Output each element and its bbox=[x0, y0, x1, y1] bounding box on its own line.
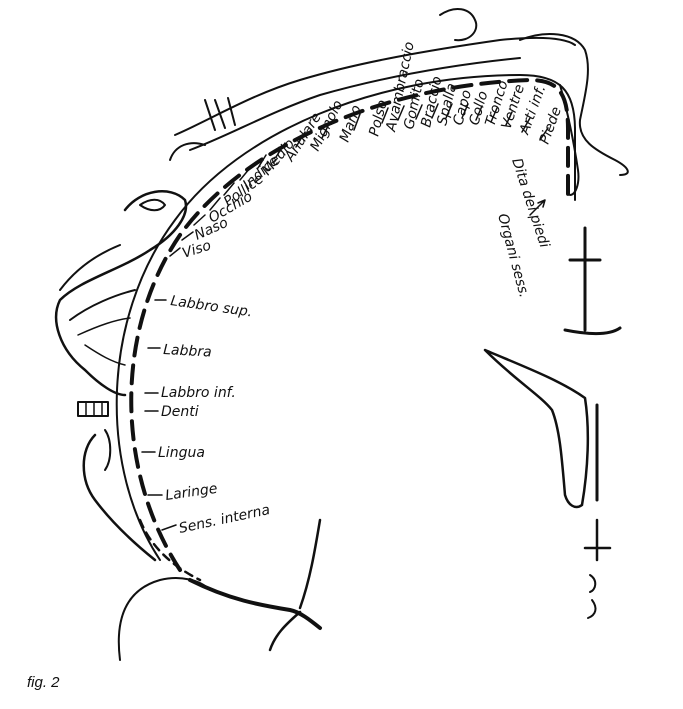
label-denti: Denti bbox=[161, 404, 199, 420]
label-labbra: Labbra bbox=[163, 342, 212, 361]
figure-caption: fig. 2 bbox=[27, 674, 60, 691]
label-laringe: Laringe bbox=[164, 481, 218, 504]
homunculus-body-drawing bbox=[169, 8, 629, 196]
label-labbro-sup: Labbro sup. bbox=[169, 293, 253, 320]
face-profile-drawing bbox=[55, 190, 188, 562]
projection-arc-lower bbox=[138, 518, 202, 582]
side-labels: Labbro sup. Labbra Labbro inf. Denti Lin… bbox=[158, 293, 271, 537]
label-labbro-inf: Labbro inf. bbox=[161, 385, 236, 401]
right-schematic bbox=[483, 226, 622, 619]
projection-arc bbox=[129, 78, 570, 572]
label-organi-sess: Organi sess. bbox=[494, 212, 532, 300]
right-labels: Dita dei piedi Organi sess. bbox=[494, 156, 552, 299]
lower-structures bbox=[117, 518, 322, 661]
organi-sess-arrow bbox=[529, 199, 546, 216]
cortex-outline bbox=[115, 74, 576, 561]
label-sens-interna: Sens. interna bbox=[178, 502, 272, 537]
label-leaders bbox=[141, 103, 549, 531]
label-lingua: Lingua bbox=[158, 445, 205, 461]
label-viso: Viso bbox=[180, 238, 213, 262]
